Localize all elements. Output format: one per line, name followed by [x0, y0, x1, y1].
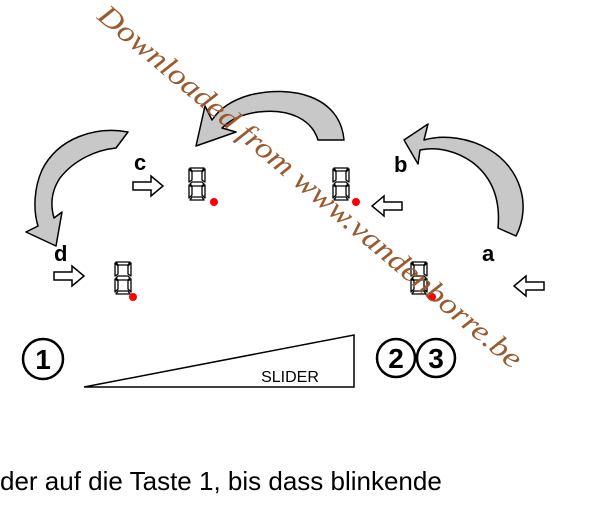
decimal-dot-c [210, 198, 218, 206]
button-3-label: 3 [428, 343, 444, 374]
decimal-dot-a [428, 293, 436, 301]
arrow-c [132, 175, 164, 197]
digit-display-d [114, 261, 132, 295]
label-c: c [134, 150, 146, 175]
arrow-b [371, 195, 403, 217]
slider-label: SLIDER [261, 369, 319, 386]
instruction-text: der auf die Taste 1, bis dass blinkende [0, 466, 442, 496]
curved-arrow-top [195, 90, 345, 147]
label-d: d [54, 241, 67, 266]
slider[interactable]: SLIDER [83, 334, 355, 388]
button-2[interactable]: 2 [375, 337, 417, 379]
digit-display-c [188, 167, 206, 201]
button-3[interactable]: 3 [415, 337, 457, 379]
button-1-label: 1 [35, 344, 51, 375]
button-1[interactable]: 1 [21, 337, 65, 381]
curved-arrow-right [403, 123, 524, 237]
arrow-a [513, 275, 545, 297]
arrow-d [53, 265, 85, 287]
decimal-dot-b [352, 198, 360, 206]
decimal-dot-d [129, 293, 137, 301]
button-2-label: 2 [388, 343, 404, 374]
label-a: a [482, 241, 495, 266]
curved-arrow-left [25, 129, 129, 247]
label-b: b [394, 152, 407, 177]
